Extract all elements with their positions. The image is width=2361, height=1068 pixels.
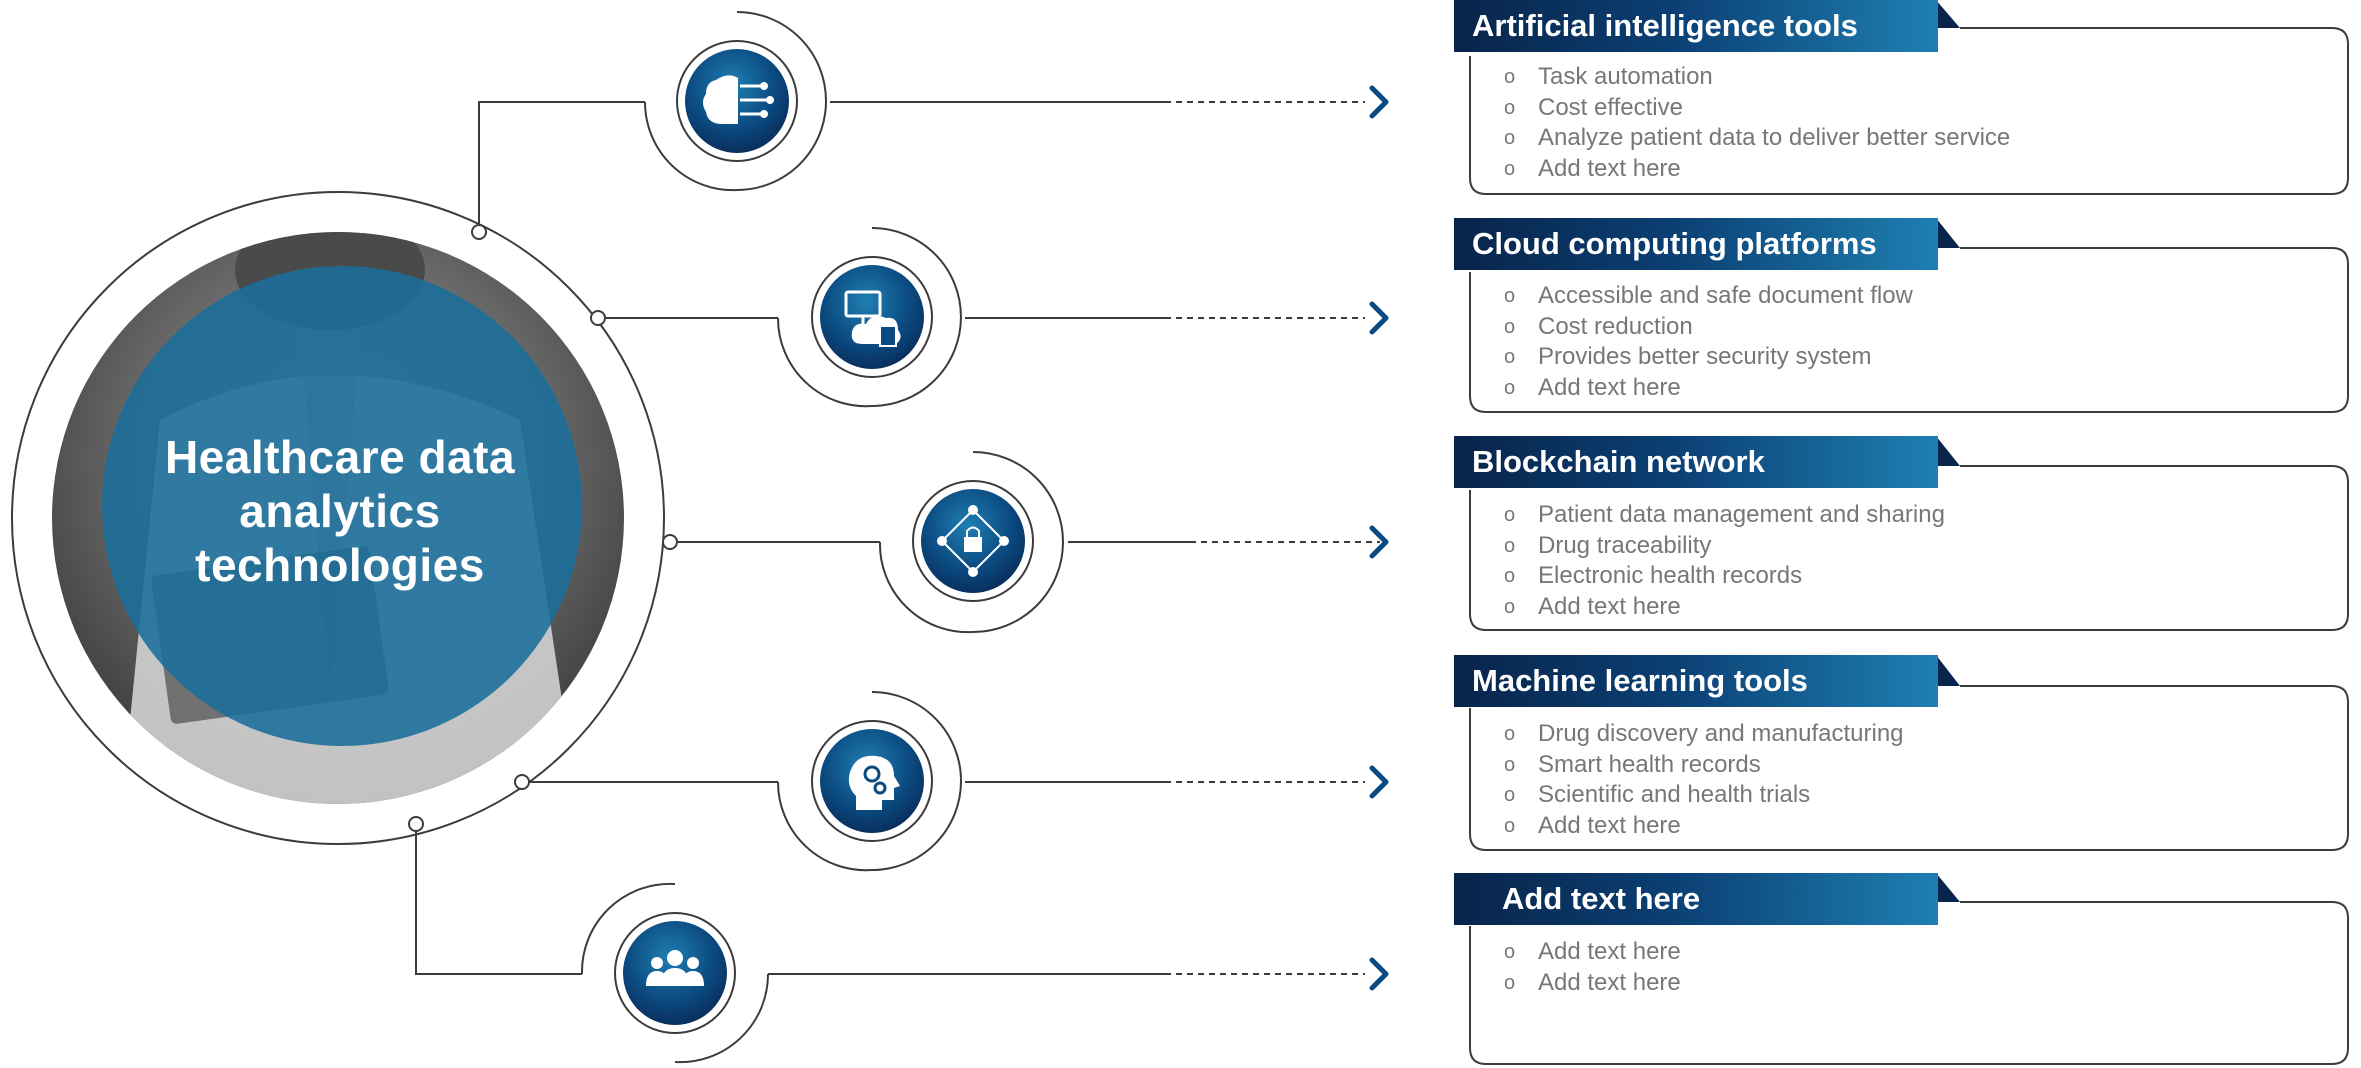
icon-badge-2 — [811, 256, 933, 378]
box-title-blockchain: Blockchain network — [1454, 436, 1938, 488]
bullet-icon: o — [1504, 157, 1516, 180]
bullet-icon: o — [1504, 941, 1516, 963]
center-title-line: technologies — [195, 539, 485, 591]
bullet-icon: o — [1504, 565, 1516, 587]
icon-badge-4 — [811, 720, 933, 842]
center-title-line: Healthcare data — [164, 431, 516, 483]
center-title-line: analytics — [239, 485, 441, 537]
connectors — [415, 11, 1380, 1064]
bullet-icon: o — [1504, 971, 1516, 994]
bullet-icon: o — [1504, 784, 1516, 806]
bullet-icon: o — [1504, 285, 1516, 307]
bullet-icon: o — [1504, 595, 1516, 618]
arrow-heads — [1369, 85, 1389, 991]
box-title-cloud-platforms: Cloud computing platforms — [1454, 218, 1938, 270]
bullet-icon: o — [1504, 753, 1516, 776]
box-title-ai-tools: Artificial intelligence tools — [1454, 0, 1938, 52]
brain-circuit-icon — [703, 75, 774, 124]
center-title: Healthcare data analytics technologies — [110, 430, 570, 592]
ring-dots — [408, 224, 678, 832]
bullet-icon: o — [1504, 315, 1516, 338]
blockchain-lock-icon — [937, 505, 1009, 577]
bullet-icon: o — [1504, 534, 1516, 557]
header-notches — [1936, 0, 1960, 902]
arc-1-outer — [736, 11, 827, 191]
box-outlines — [1469, 27, 2349, 1065]
cloud-computer-icon — [844, 290, 901, 347]
icon-badge-1 — [676, 40, 798, 162]
box-title-machine-learning: Machine learning tools — [1454, 655, 1938, 707]
bullet-icon: o — [1504, 723, 1516, 745]
bullet-icon: o — [1504, 66, 1516, 88]
head-gears-icon — [848, 755, 900, 810]
center-hub — [11, 191, 665, 845]
icon-badge-3 — [912, 480, 1034, 602]
icon-badge-5 — [614, 912, 736, 1034]
bullet-icon: o — [1504, 376, 1516, 399]
bullet-icon: o — [1504, 127, 1516, 149]
bullet-icon: o — [1504, 504, 1516, 526]
box-title-add-text: Add text here — [1454, 873, 1938, 925]
center-outer-ring — [11, 191, 665, 845]
center-blue-overlay — [102, 266, 582, 746]
people-group-icon — [646, 950, 704, 986]
bullet-icon: o — [1504, 346, 1516, 368]
bullet-icon: o — [1504, 96, 1516, 119]
bullet-icon: o — [1504, 814, 1516, 837]
